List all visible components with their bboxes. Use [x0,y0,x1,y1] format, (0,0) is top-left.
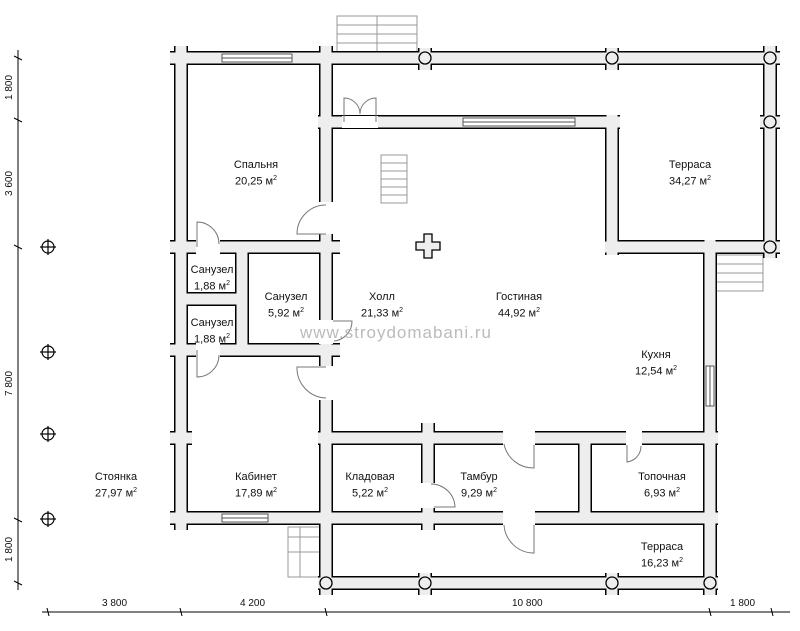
dim-h-2: 4 200 [240,598,266,609]
watermark: www.stroydomabani.ru [300,323,492,342]
room-label: Холл 21,33 м2 [361,290,403,321]
room-label: Кладовая 5,22 м2 [345,470,394,501]
column-icon [418,576,432,590]
room-name: Кладовая [345,471,395,483]
room-area: 17,89 м2 [234,487,278,500]
column-icon [418,51,432,65]
dim-v-4: 1 800 [4,536,16,563]
column-icon [605,576,619,590]
room-name: Санузел [264,291,308,303]
doors [196,97,642,554]
room-label: Спальня 20,25 м2 [234,158,278,189]
room-label: Санузел 1,88 м2 [191,316,234,347]
room-label: Санузел 5,92 м2 [265,290,308,321]
room-name: Кабинет [235,471,277,483]
room-name: Спальня [233,159,279,171]
room-label: Гостиная 44,92 м2 [496,290,542,321]
room-name: Санузел [190,264,234,276]
room-name: Гостиная [495,291,543,303]
room-name: Стоянка [94,471,138,483]
room-label: Санузел 1,88 м2 [191,263,234,294]
stairs [287,15,764,578]
column-icon [763,51,777,65]
room-label: Тамбур 9,29 м2 [460,470,497,501]
room-area: 44,92 м2 [497,307,541,320]
dim-v-1: 1 800 [4,74,16,101]
room-area: 27,97 м2 [94,487,138,500]
dimension-lines [13,50,790,617]
dim-h-3: 10 800 [512,598,543,609]
column-icon [763,240,777,254]
room-name: Холл [369,291,395,303]
columns [319,51,777,590]
room-area: 20,25 м2 [234,175,278,188]
room-label: Терраса 16,23 м2 [641,540,683,571]
room-name: Тамбур [460,471,498,483]
room-name: Санузел [190,317,234,329]
room-area: 21,33 м2 [360,307,404,320]
dim-v-2: 3 600 [4,170,16,197]
walls [170,46,780,595]
room-name: Терраса [668,159,712,171]
room-area: 6,93 м2 [644,487,680,500]
windows [221,53,715,523]
dim-v-3: 7 800 [4,370,16,397]
room-area: 1,88 м2 [194,333,230,346]
room-name: Кухня [641,349,671,361]
room-area: 34,27 м2 [668,175,712,188]
axis-markers [40,239,56,527]
room-label: Топочная 6,93 м2 [638,470,686,501]
room-name: Терраса [640,541,684,553]
column-icon [763,115,777,129]
room-area: 12,54 м2 [634,365,678,378]
dim-h-4: 1 800 [730,598,756,609]
room-name: Топочная [638,471,686,483]
room-area: 16,23 м2 [640,557,684,570]
room-label: Стоянка 27,97 м2 [95,470,137,501]
room-label: Кабинет 17,89 м2 [235,470,277,501]
dim-h-1: 3 800 [102,598,128,609]
column-icon [319,576,333,590]
room-area: 5,22 м2 [352,487,388,500]
room-label: Терраса 34,27 м2 [669,158,711,189]
column-icon [703,576,717,590]
center-post-icon [415,233,441,259]
room-area: 1,88 м2 [194,280,230,293]
room-label: Кухня 12,54 м2 [635,348,677,379]
column-icon [605,51,619,65]
room-area: 5,92 м2 [268,307,304,320]
room-area: 9,29 м2 [461,487,497,500]
